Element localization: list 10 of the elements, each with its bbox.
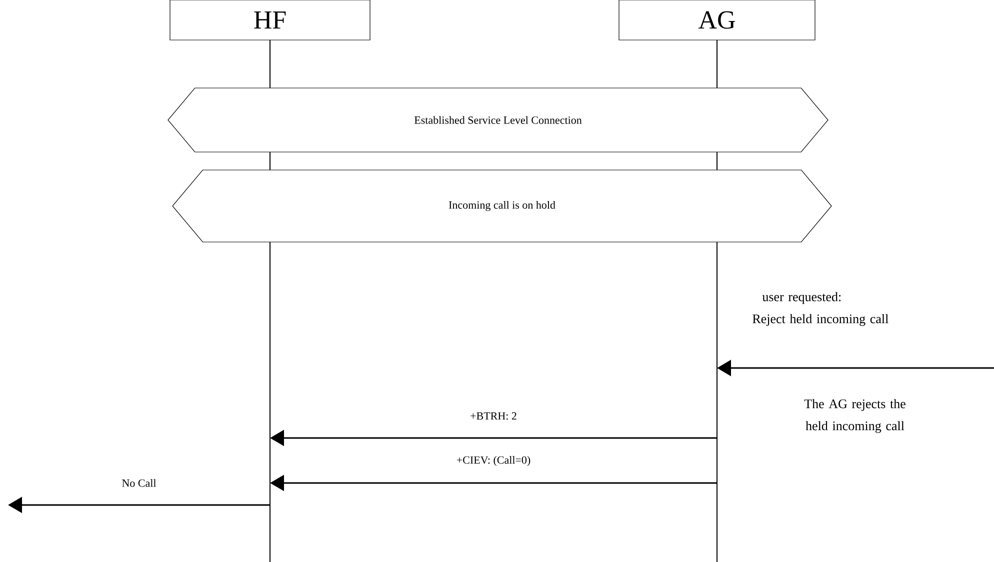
lifeline-header-box: AG — [618, 0, 816, 40]
message-label: +CIEV: (Call=0) — [455, 455, 532, 467]
annotation-text: The AG rejects the held incoming call — [804, 399, 906, 433]
message-label: +BTRH: 2 — [469, 411, 518, 421]
annotation-text: user requested: — [762, 292, 841, 304]
condition-hexagon: Incoming call is on hold — [172, 170, 832, 242]
lifeline-header-box: HF — [170, 0, 370, 40]
condition-hexagon: Established Service Level Connection — [168, 88, 828, 152]
annotation-text: Reject held incoming call — [752, 314, 888, 326]
message-label: No Call — [120, 478, 158, 488]
